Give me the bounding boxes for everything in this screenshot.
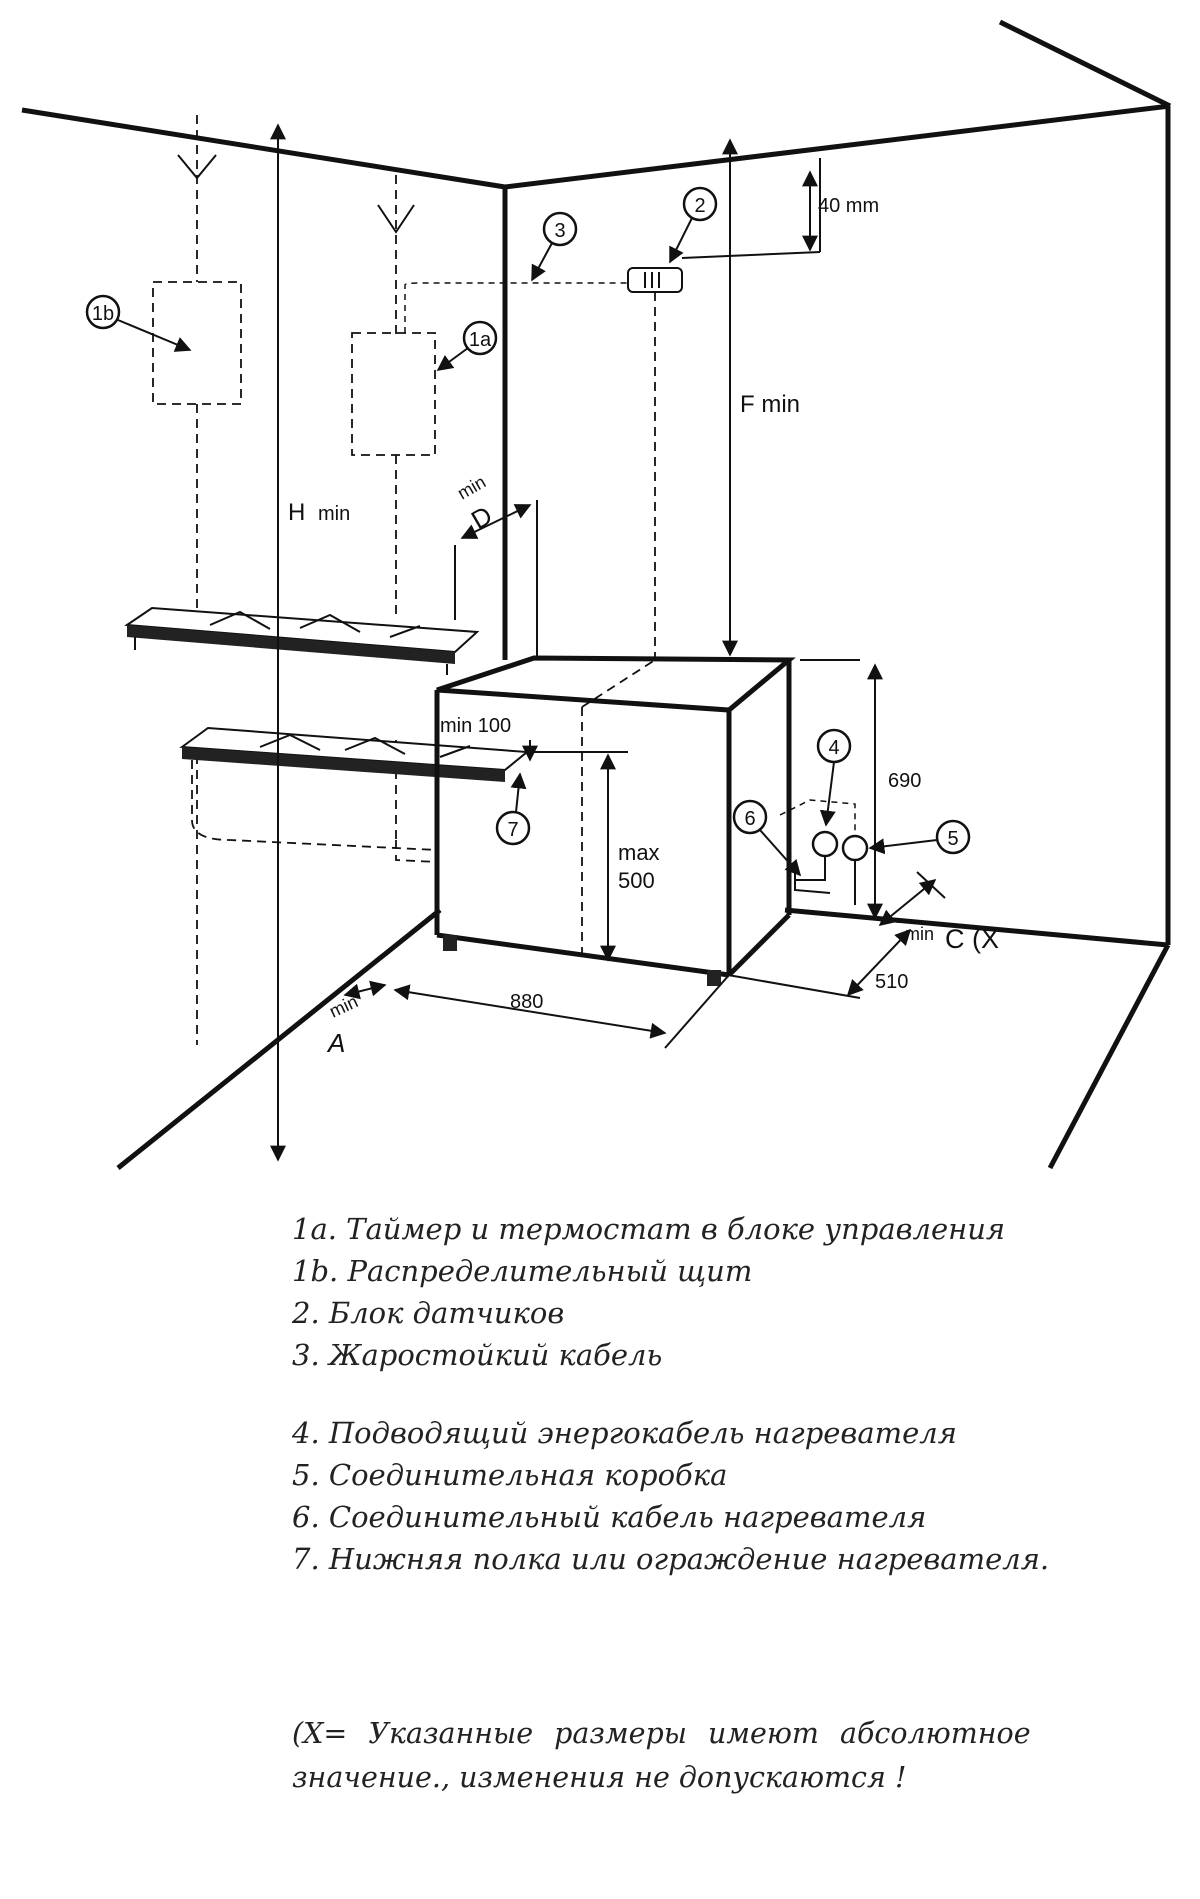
c-min-dimension: min C (X — [878, 871, 999, 954]
footnote-line-2: значение., изменения не допускаются ! — [292, 1761, 907, 1794]
dimension-40mm: 40 mm — [802, 158, 879, 252]
callout-3: 3 — [531, 211, 578, 282]
callout-1a: 1a — [436, 320, 498, 371]
footnote: (X= Указанные размеры имеют абсолютное з… — [292, 1712, 1152, 1800]
svg-text:7: 7 — [507, 819, 518, 841]
svg-text:2: 2 — [694, 195, 705, 217]
distribution-panel-1b — [152, 115, 242, 1045]
svg-text:6: 6 — [744, 808, 755, 830]
room-walls — [21, 19, 1172, 1170]
c-letter-label: C (X — [945, 924, 999, 954]
svg-text:1a: 1a — [469, 329, 492, 351]
svg-text:3: 3 — [554, 220, 565, 242]
dimension-880: 880 — [393, 974, 730, 1049]
f-min-label: F min — [740, 391, 800, 418]
junction-box-5 — [779, 799, 869, 905]
h-min-label: min — [318, 503, 350, 525]
legend-item: 4. Подводящий энергокабель нагревателя — [292, 1416, 957, 1450]
callout-2: 2 — [669, 186, 718, 264]
max-value-label: 500 — [618, 868, 655, 893]
callout-1b: 1b — [85, 294, 192, 352]
label-510: 510 — [875, 971, 908, 993]
d-min-label: min — [454, 472, 489, 504]
min-100-dimension: min 100 — [440, 715, 538, 762]
callout-4: 4 — [816, 728, 852, 827]
footnote-line-1: (X= Указанные размеры имеют абсолютное — [292, 1717, 1031, 1750]
min-100-label: min 100 — [440, 715, 511, 737]
control-unit-1a — [351, 175, 640, 840]
dimension-510: 510 — [727, 928, 912, 999]
max-500-dimension: max 500 — [530, 751, 660, 962]
svg-text:4: 4 — [828, 737, 839, 759]
legend-item: 3. Жаростойкий кабель — [292, 1338, 663, 1372]
svg-text:5: 5 — [947, 828, 958, 850]
legend-item: 6. Соединительный кабель нагревателя — [292, 1500, 927, 1534]
legend: 1a. Таймер и термостат в блоке управлени… — [292, 1208, 1152, 1580]
a-letter-label: A — [326, 1028, 345, 1058]
h-label: H — [288, 499, 305, 526]
d-letter-label: D — [466, 500, 497, 535]
legend-item: 7. Нижняя полка или ограждение нагревате… — [292, 1542, 1050, 1576]
heater-cabinet — [434, 655, 860, 986]
legend-item: 2. Блок датчиков — [292, 1296, 565, 1330]
callout-5: 5 — [868, 819, 971, 855]
label-880: 880 — [510, 991, 543, 1013]
label-690: 690 — [888, 770, 921, 792]
h-min-dimension: H min — [270, 123, 350, 1162]
max-label: max — [618, 840, 660, 865]
f-min-dimension: F min — [722, 138, 800, 657]
sauna-installation-diagram: H min F min 40 mm min D min 100 max 500 … — [21, 19, 1172, 1170]
lower-bench — [179, 726, 530, 863]
legend-item: 1b. Распределительный щит — [292, 1254, 753, 1288]
upper-bench — [124, 606, 480, 675]
c-min-label: min — [905, 924, 934, 944]
svg-text:1b: 1b — [92, 303, 114, 325]
label-40mm: 40 mm — [818, 195, 879, 217]
callout-7: 7 — [495, 772, 531, 846]
dimension-690: 690 — [859, 663, 921, 923]
legend-item: 1a. Таймер и термостат в блоке управлени… — [292, 1212, 1006, 1246]
legend-item: 5. Соединительная коробка — [292, 1458, 728, 1492]
legend-spacer — [292, 1376, 1152, 1412]
callout-6: 6 — [732, 799, 802, 877]
sensor-block-2 — [627, 251, 821, 660]
